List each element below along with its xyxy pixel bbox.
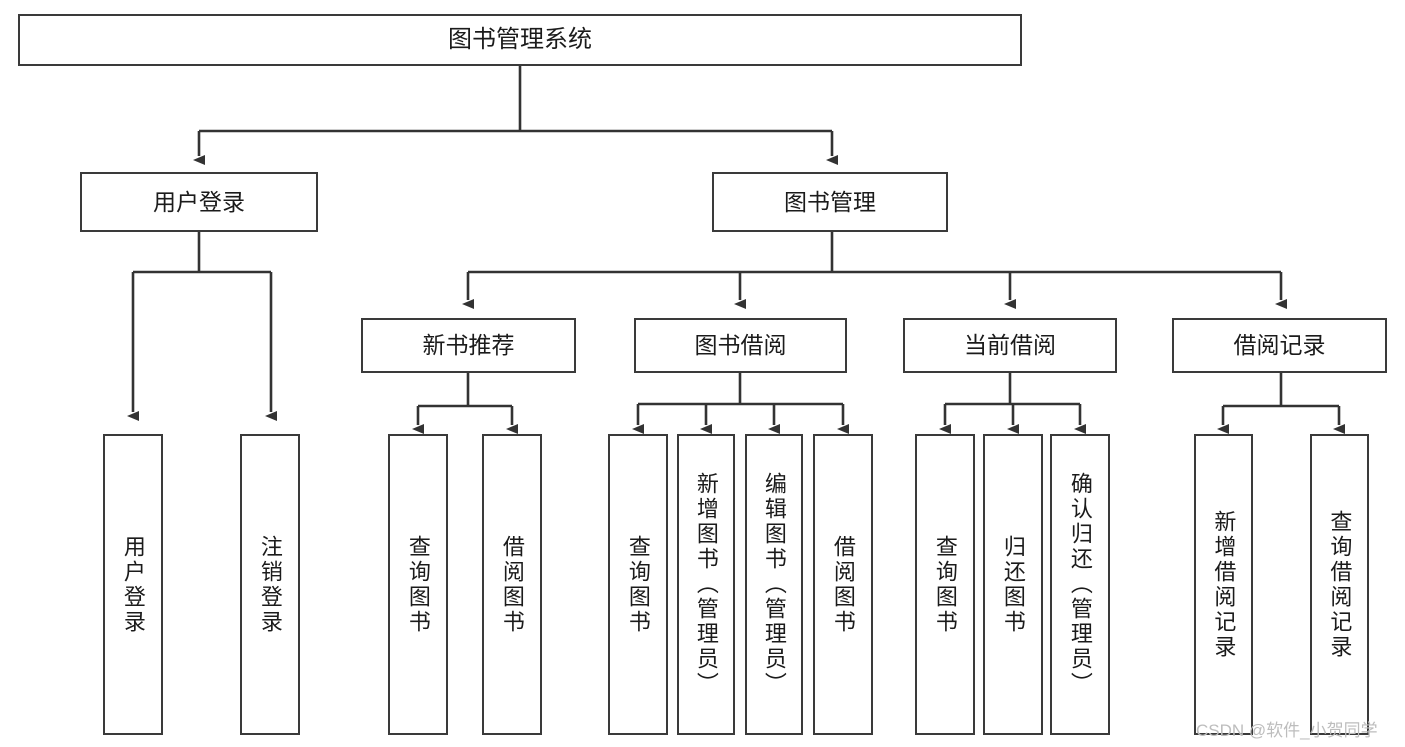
node-label: 确认归还（管理员） <box>1067 472 1093 697</box>
leaf-cb-query-book[interactable]: 查询图书 <box>915 434 975 735</box>
leaf-user-login[interactable]: 用户登录 <box>103 434 163 735</box>
leaf-cb-confirm-return-admin[interactable]: 确认归还（管理员） <box>1050 434 1110 735</box>
node-user-login[interactable]: 用户登录 <box>80 172 318 232</box>
leaf-br-query-record[interactable]: 查询借阅记录 <box>1310 434 1369 735</box>
leaf-nb-query-book[interactable]: 查询图书 <box>388 434 448 735</box>
leaf-logout[interactable]: 注销登录 <box>240 434 300 735</box>
node-current-borrow[interactable]: 当前借阅 <box>903 318 1117 373</box>
node-new-book-recommend[interactable]: 新书推荐 <box>361 318 576 373</box>
node-borrow-record[interactable]: 借阅记录 <box>1172 318 1387 373</box>
node-book-management[interactable]: 图书管理 <box>712 172 948 232</box>
node-label: 新书推荐 <box>422 332 515 359</box>
node-label: 编辑图书（管理员） <box>761 472 787 697</box>
leaf-bb-borrow-book[interactable]: 借阅图书 <box>813 434 873 735</box>
leaf-bb-query-book[interactable]: 查询图书 <box>608 434 668 735</box>
node-label: 借阅图书 <box>830 534 856 635</box>
node-label: 图书管理 <box>784 188 876 215</box>
node-label: 查询图书 <box>405 534 431 635</box>
node-label: 借阅记录 <box>1233 332 1326 359</box>
node-label: 新增借阅记录 <box>1211 509 1237 660</box>
leaf-bb-edit-book-admin[interactable]: 编辑图书（管理员） <box>745 434 803 735</box>
node-root-book-management-system[interactable]: 图书管理系统 <box>18 14 1022 66</box>
node-label: 用户登录 <box>153 188 245 215</box>
node-label: 查询图书 <box>625 534 651 635</box>
node-label: 归还图书 <box>1000 534 1026 635</box>
leaf-cb-return-book[interactable]: 归还图书 <box>983 434 1043 735</box>
leaf-br-add-record[interactable]: 新增借阅记录 <box>1194 434 1253 735</box>
node-label: 查询图书 <box>932 534 958 635</box>
node-label: 图书管理系统 <box>448 26 592 54</box>
node-label: 当前借阅 <box>964 332 1056 359</box>
node-label: 查询借阅记录 <box>1327 509 1353 660</box>
node-label: 用户登录 <box>120 534 146 635</box>
node-label: 新增图书（管理员） <box>693 472 719 697</box>
node-label: 借阅图书 <box>499 534 525 635</box>
csdn-watermark: CSDN @软件_小贺同学 <box>1196 721 1378 740</box>
node-book-borrow[interactable]: 图书借阅 <box>634 318 847 373</box>
node-label: 图书借阅 <box>694 332 787 359</box>
leaf-nb-borrow-book[interactable]: 借阅图书 <box>482 434 542 735</box>
leaf-bb-add-book-admin[interactable]: 新增图书（管理员） <box>677 434 735 735</box>
node-label: 注销登录 <box>257 534 283 635</box>
